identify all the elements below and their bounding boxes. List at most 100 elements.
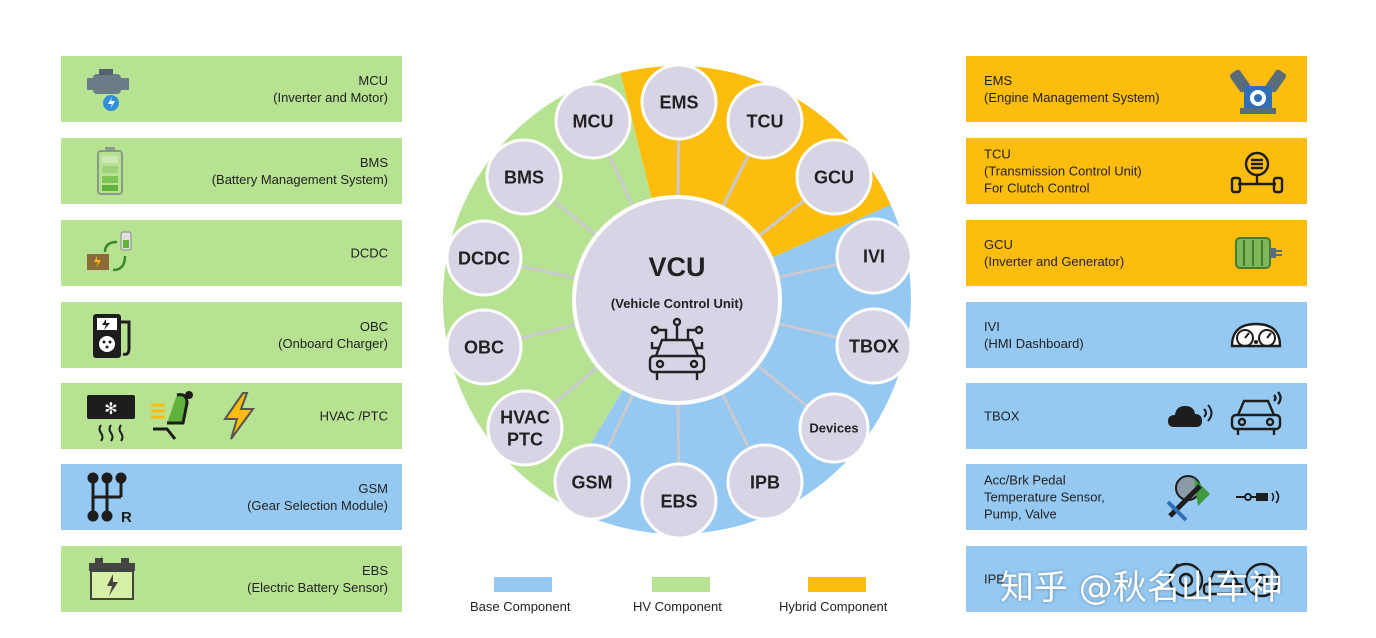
panel-ipb: IPB <box>966 546 1307 612</box>
node-label: IVI <box>863 246 885 266</box>
node-label: TCU <box>747 111 784 131</box>
node-mcu: MCU <box>554 82 632 160</box>
node-circle <box>726 443 804 521</box>
node-circle <box>445 308 523 386</box>
node-gsm: GSM <box>553 443 631 521</box>
car-battery-icon: +− <box>89 554 135 600</box>
node-ipb: IPB <box>726 443 804 521</box>
panel-hvac: ✻ HVAC /PTC <box>61 383 402 449</box>
node-label: Devices <box>809 421 858 436</box>
node-obc: OBC <box>445 308 523 386</box>
probe-sensor-icon <box>1236 490 1280 504</box>
panel-ebs: +− EBS (Electric Battery Sensor) <box>61 546 402 612</box>
node-label: MCU <box>573 111 614 131</box>
panel-subtitle: (Inverter and Motor) <box>273 90 388 105</box>
node-circle <box>726 82 804 160</box>
node-circle <box>640 63 718 141</box>
panel-sensors: Acc/Brk Pedal Temperature Sensor, Pump, … <box>966 464 1307 530</box>
panel-title: EMS <box>984 73 1013 88</box>
dashboard-gauge-icon <box>1230 322 1282 348</box>
transmission-icon <box>1230 151 1284 194</box>
node-label: GSM <box>571 472 612 492</box>
watermark: 知乎 @秋名山车神 <box>1000 568 1283 608</box>
legend-label-hv: HV Component <box>633 599 722 614</box>
node-circle <box>486 389 564 467</box>
legend-swatch-hv <box>652 577 710 592</box>
panel-title: TCU <box>984 146 1011 162</box>
panel-gsm: R GSM (Gear Selection Module) <box>61 464 402 530</box>
panel-subtitle: (Electric Battery Sensor) <box>247 580 388 595</box>
panel-title: MCU <box>358 73 388 88</box>
node-label: OBC <box>464 337 504 357</box>
panel-subtitle: (Inverter and Generator) <box>984 254 1125 269</box>
svg-text:−: − <box>123 554 128 563</box>
node-ivi: IVI <box>835 217 913 295</box>
svg-text:R: R <box>121 509 132 524</box>
node-tbox: TBOX <box>835 307 913 385</box>
node-label: DCDC <box>458 248 510 268</box>
panel-title: OBC <box>359 319 388 334</box>
air-conditioner-icon: ✻ <box>87 395 135 442</box>
panel-dcdc: DCDC <box>61 220 402 286</box>
node-circle <box>445 219 523 297</box>
outer-ring <box>429 52 925 548</box>
panel-obc: OBC (Onboard Charger) <box>61 302 402 368</box>
smart-car-icon <box>648 317 706 380</box>
node-bms: BMS <box>485 138 563 216</box>
panel-subtitle: (Gear Selection Module) <box>247 498 388 513</box>
panel-title: IPB <box>984 571 1005 587</box>
panel-line: Acc/Brk Pedal <box>984 472 1066 488</box>
hub-title: VCU <box>648 252 705 282</box>
node-label: EMS <box>659 92 698 112</box>
seat-heating-icon <box>151 391 193 440</box>
legend-swatch-hybrid <box>808 577 866 592</box>
panel-title: BMS <box>359 155 388 170</box>
gear-shift-icon: R <box>87 472 132 524</box>
panel-subtitle: (Onboard Charger) <box>278 336 388 351</box>
battery-icon <box>97 147 123 195</box>
node-circle <box>554 82 632 160</box>
node-circle <box>835 217 913 295</box>
panel-subtitle: (Engine Management System) <box>984 90 1160 105</box>
legend-swatch-base <box>494 577 552 592</box>
engine-icon <box>1230 69 1286 114</box>
node-circle <box>553 443 631 521</box>
node-devices: Devices <box>798 392 870 464</box>
lightning-icon <box>223 392 255 440</box>
node-label: GCU <box>814 167 854 187</box>
node-circle <box>795 138 873 216</box>
hub-subtitle: (Vehicle Control Unit) <box>611 296 743 311</box>
legend-label-hybrid: Hybrid Component <box>779 599 888 614</box>
node-label: EBS <box>660 491 697 511</box>
motor-icon <box>87 69 129 111</box>
brake-icon <box>1168 562 1280 598</box>
ev-charger-icon <box>93 314 131 358</box>
pedal-sensor-icon <box>1166 475 1210 522</box>
node-label: BMS <box>504 167 544 187</box>
panel-title: TBOX <box>984 408 1020 424</box>
panel-tbox: TBOX <box>966 383 1307 449</box>
node-label: PTC <box>507 429 543 449</box>
panel-mcu: MCU (Inverter and Motor) <box>61 56 402 122</box>
node-label: TBOX <box>849 336 899 356</box>
panel-gcu: GCU (Inverter and Generator) <box>966 220 1307 286</box>
panel-title: GSM <box>358 481 388 496</box>
panel-ivi: IVI (HMI Dashboard) <box>966 302 1307 368</box>
panel-title: IVI <box>984 319 1000 334</box>
panel-title: EBS <box>361 563 388 578</box>
svg-text:✻: ✻ <box>104 399 117 418</box>
node-dcdc: DCDC <box>445 219 523 297</box>
svg-text:+: + <box>99 554 104 563</box>
panel-tcu: TCU (Transmission Control Unit) For Clut… <box>966 138 1307 204</box>
cloud-icon <box>1168 404 1213 427</box>
node-circle <box>798 392 870 464</box>
panel-title: DCDC <box>350 245 388 261</box>
panel-line: Pump, Valve <box>984 506 1057 522</box>
panel-title: HVAC /PTC <box>319 408 388 424</box>
node-circle <box>835 307 913 385</box>
dcdc-converter-icon <box>87 231 132 272</box>
legend-label-base: Base Component <box>470 599 571 614</box>
node-ems: EMS <box>640 63 718 141</box>
